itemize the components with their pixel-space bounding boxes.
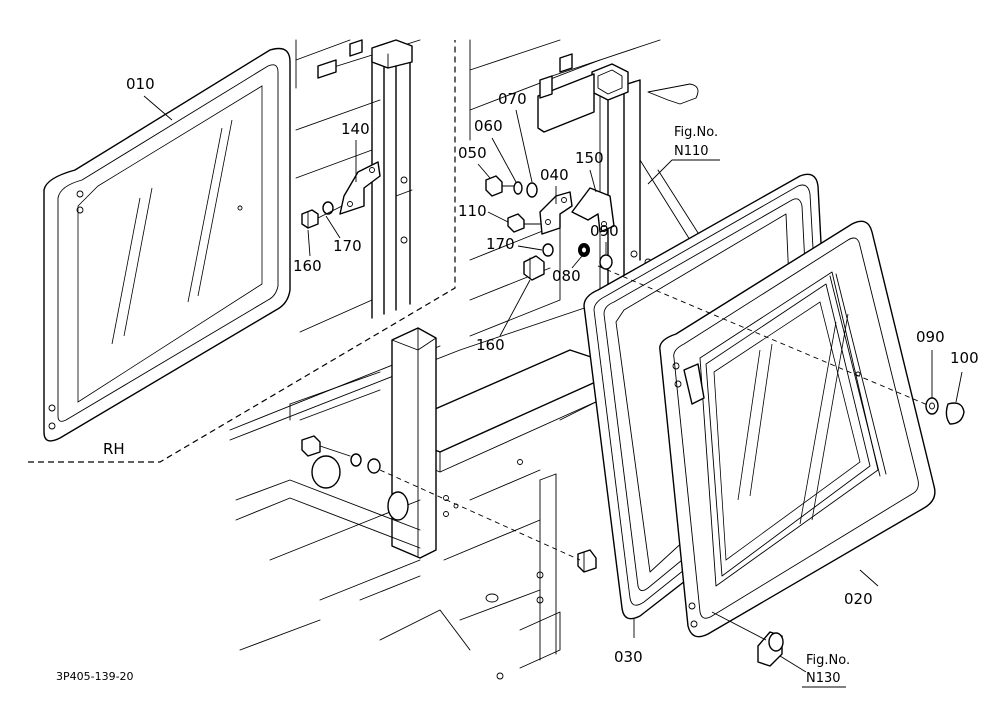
label-100: 100 (950, 349, 979, 367)
rh-inset: 010 140 170 160 RH (28, 39, 456, 463)
label-040: 040 (540, 166, 569, 184)
label-rh: RH (103, 440, 125, 458)
label-160-inset: 160 (293, 257, 322, 275)
inset-cab-frame (295, 39, 421, 333)
cab-frame (229, 39, 701, 680)
label-170-main: 170 (486, 235, 515, 253)
latch-n130 (711, 611, 807, 673)
label-170-inset: 170 (333, 237, 362, 255)
fig-ref-n130-number: N130 (806, 671, 841, 686)
label-080: 080 (552, 267, 581, 285)
bolt-washer-160-170-inset (301, 201, 343, 229)
label-020: 020 (844, 590, 873, 608)
part-labels: 070 060 050 150 040 110 090 170 080 160 … (458, 90, 979, 666)
glass-010 (43, 47, 291, 442)
label-030: 030 (614, 648, 643, 666)
knob-parts (925, 350, 965, 425)
label-070: 070 (498, 90, 527, 108)
label-090-right: 090 (916, 328, 945, 346)
label-110: 110 (458, 202, 487, 220)
hinge-hardware (379, 175, 931, 561)
glass-020 (659, 220, 936, 638)
label-090-upper: 090 (590, 222, 619, 240)
hinge-bracket-140-inset (339, 161, 381, 215)
drawing-code: 3P405-139-20 (56, 670, 134, 683)
fig-ref-n110-number: N110 (674, 144, 709, 159)
label-150: 150 (575, 149, 604, 167)
label-010: 010 (126, 75, 155, 93)
label-050: 050 (458, 144, 487, 162)
fig-ref-n130-label: Fig.No. (806, 653, 850, 668)
fig-ref-n110-label: Fig.No. (674, 125, 718, 140)
label-160-main: 160 (476, 336, 505, 354)
label-060: 060 (474, 117, 503, 135)
inset-boundary (28, 40, 456, 463)
fig-ref-n130: Fig.No. N130 (802, 653, 850, 688)
fig-ref-n110: Fig.No. N110 (647, 125, 720, 185)
label-140-inset: 140 (341, 120, 370, 138)
